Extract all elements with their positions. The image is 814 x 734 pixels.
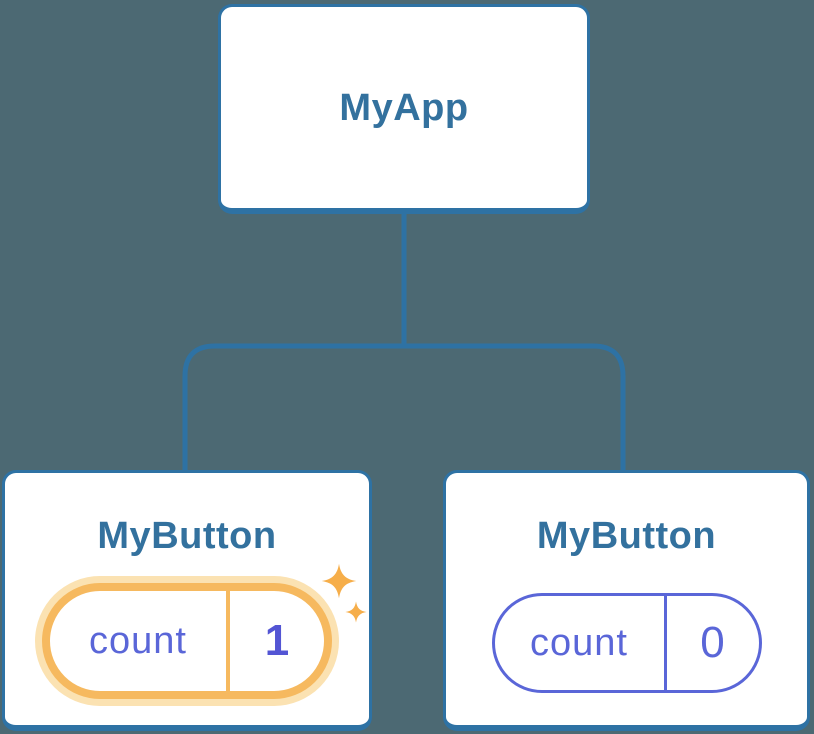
component-node-mybutton-left: MyButton count 1 [2, 470, 372, 731]
sparkle-icon [321, 563, 357, 599]
state-pill-highlighted: count 1 [42, 583, 332, 699]
component-label: MyButton [536, 515, 717, 557]
state-key-label: count [89, 619, 187, 662]
state-value: 0 [663, 596, 759, 690]
state-pill: count 0 [491, 593, 762, 693]
children-bracket-line [182, 343, 626, 472]
component-node-root: MyApp [218, 4, 590, 214]
sparkle-icon [345, 601, 367, 623]
state-value: 1 [226, 591, 324, 691]
state-key-label: count [530, 621, 628, 664]
component-node-mybutton-right: MyButton count 0 [443, 470, 810, 731]
component-label: MyApp [339, 86, 469, 129]
component-label: MyButton [97, 515, 277, 557]
